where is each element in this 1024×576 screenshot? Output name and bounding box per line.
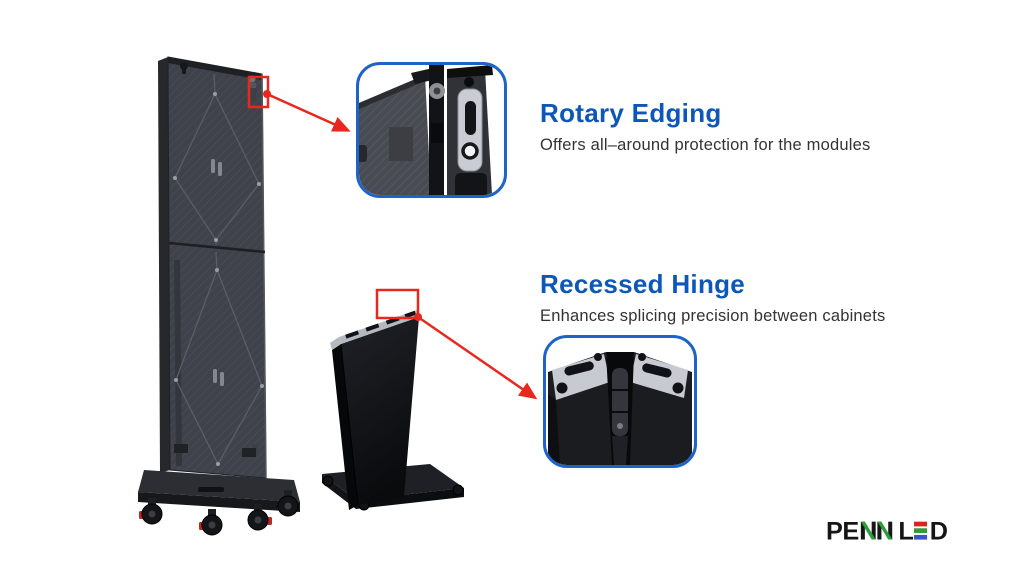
cabinet-back-view-illustration — [138, 56, 300, 536]
cabinet-seam — [168, 241, 266, 254]
penn-led-logo: PE L D — [826, 516, 948, 546]
recessed-hinge-detail-card — [543, 335, 697, 468]
feature-recessed-hinge: Recessed Hinge Enhances splicing precisi… — [540, 269, 886, 327]
upper-handle — [211, 159, 222, 176]
rear-cabinet-top — [330, 337, 341, 350]
logo-text-l: L — [898, 518, 913, 546]
logo-e-rgb-bars — [914, 521, 928, 540]
recessed-hinge-detail-illustration — [548, 352, 692, 465]
penn-led-logo-graphic: PE L D — [826, 518, 948, 546]
feature-description-rotary-edging: Offers all–around protection for the mod… — [540, 135, 871, 154]
logo-n-glyph — [860, 521, 876, 540]
cabinet-top-edge — [168, 57, 262, 80]
rotary-edge-bar — [429, 65, 445, 195]
module-top-edge — [359, 75, 425, 109]
rotary-edging-detail-card — [356, 62, 507, 198]
caster-base — [138, 470, 300, 512]
feature-rotary-edging: Rotary Edging Offers all–around protecti… — [540, 98, 871, 156]
recessed-hinge-pin — [606, 352, 634, 465]
feature-title-recessed-hinge: Recessed Hinge — [540, 269, 746, 299]
logo-text-pe: PE — [826, 518, 859, 546]
feature-description-recessed-hinge: Enhances splicing precision between cabi… — [540, 306, 886, 325]
feature-title-rotary-edging: Rotary Edging — [540, 98, 722, 128]
cabinet-side-channel — [174, 260, 182, 466]
hanging-hook — [180, 62, 188, 74]
cabinet-left-rail — [158, 57, 170, 473]
logo-n-glyph — [877, 521, 893, 540]
right-cabinet-top — [626, 352, 692, 465]
cabinet-edge-profile — [447, 65, 493, 195]
module-vent — [389, 127, 413, 161]
left-cabinet-top — [548, 352, 614, 465]
cabinet-split-line — [340, 343, 359, 506]
module-handle-tab — [359, 145, 367, 162]
caster-wheels — [139, 490, 299, 536]
bottom-cutout-left — [174, 444, 188, 453]
logo-text-d: D — [930, 518, 948, 546]
rotary-edging-detail-illustration — [359, 65, 493, 195]
cabinet-side-view-illustration — [322, 310, 464, 511]
bolt-dots — [173, 92, 264, 466]
cabinet-side-face — [341, 317, 419, 505]
cabinet-back-view-image — [118, 28, 310, 548]
bottom-cutout-right — [242, 448, 256, 457]
rear-cabinet-edge — [332, 344, 358, 510]
cabinet-right-edge — [261, 73, 267, 479]
cabinet-side-view-image — [312, 282, 480, 522]
lower-handle — [213, 369, 224, 386]
